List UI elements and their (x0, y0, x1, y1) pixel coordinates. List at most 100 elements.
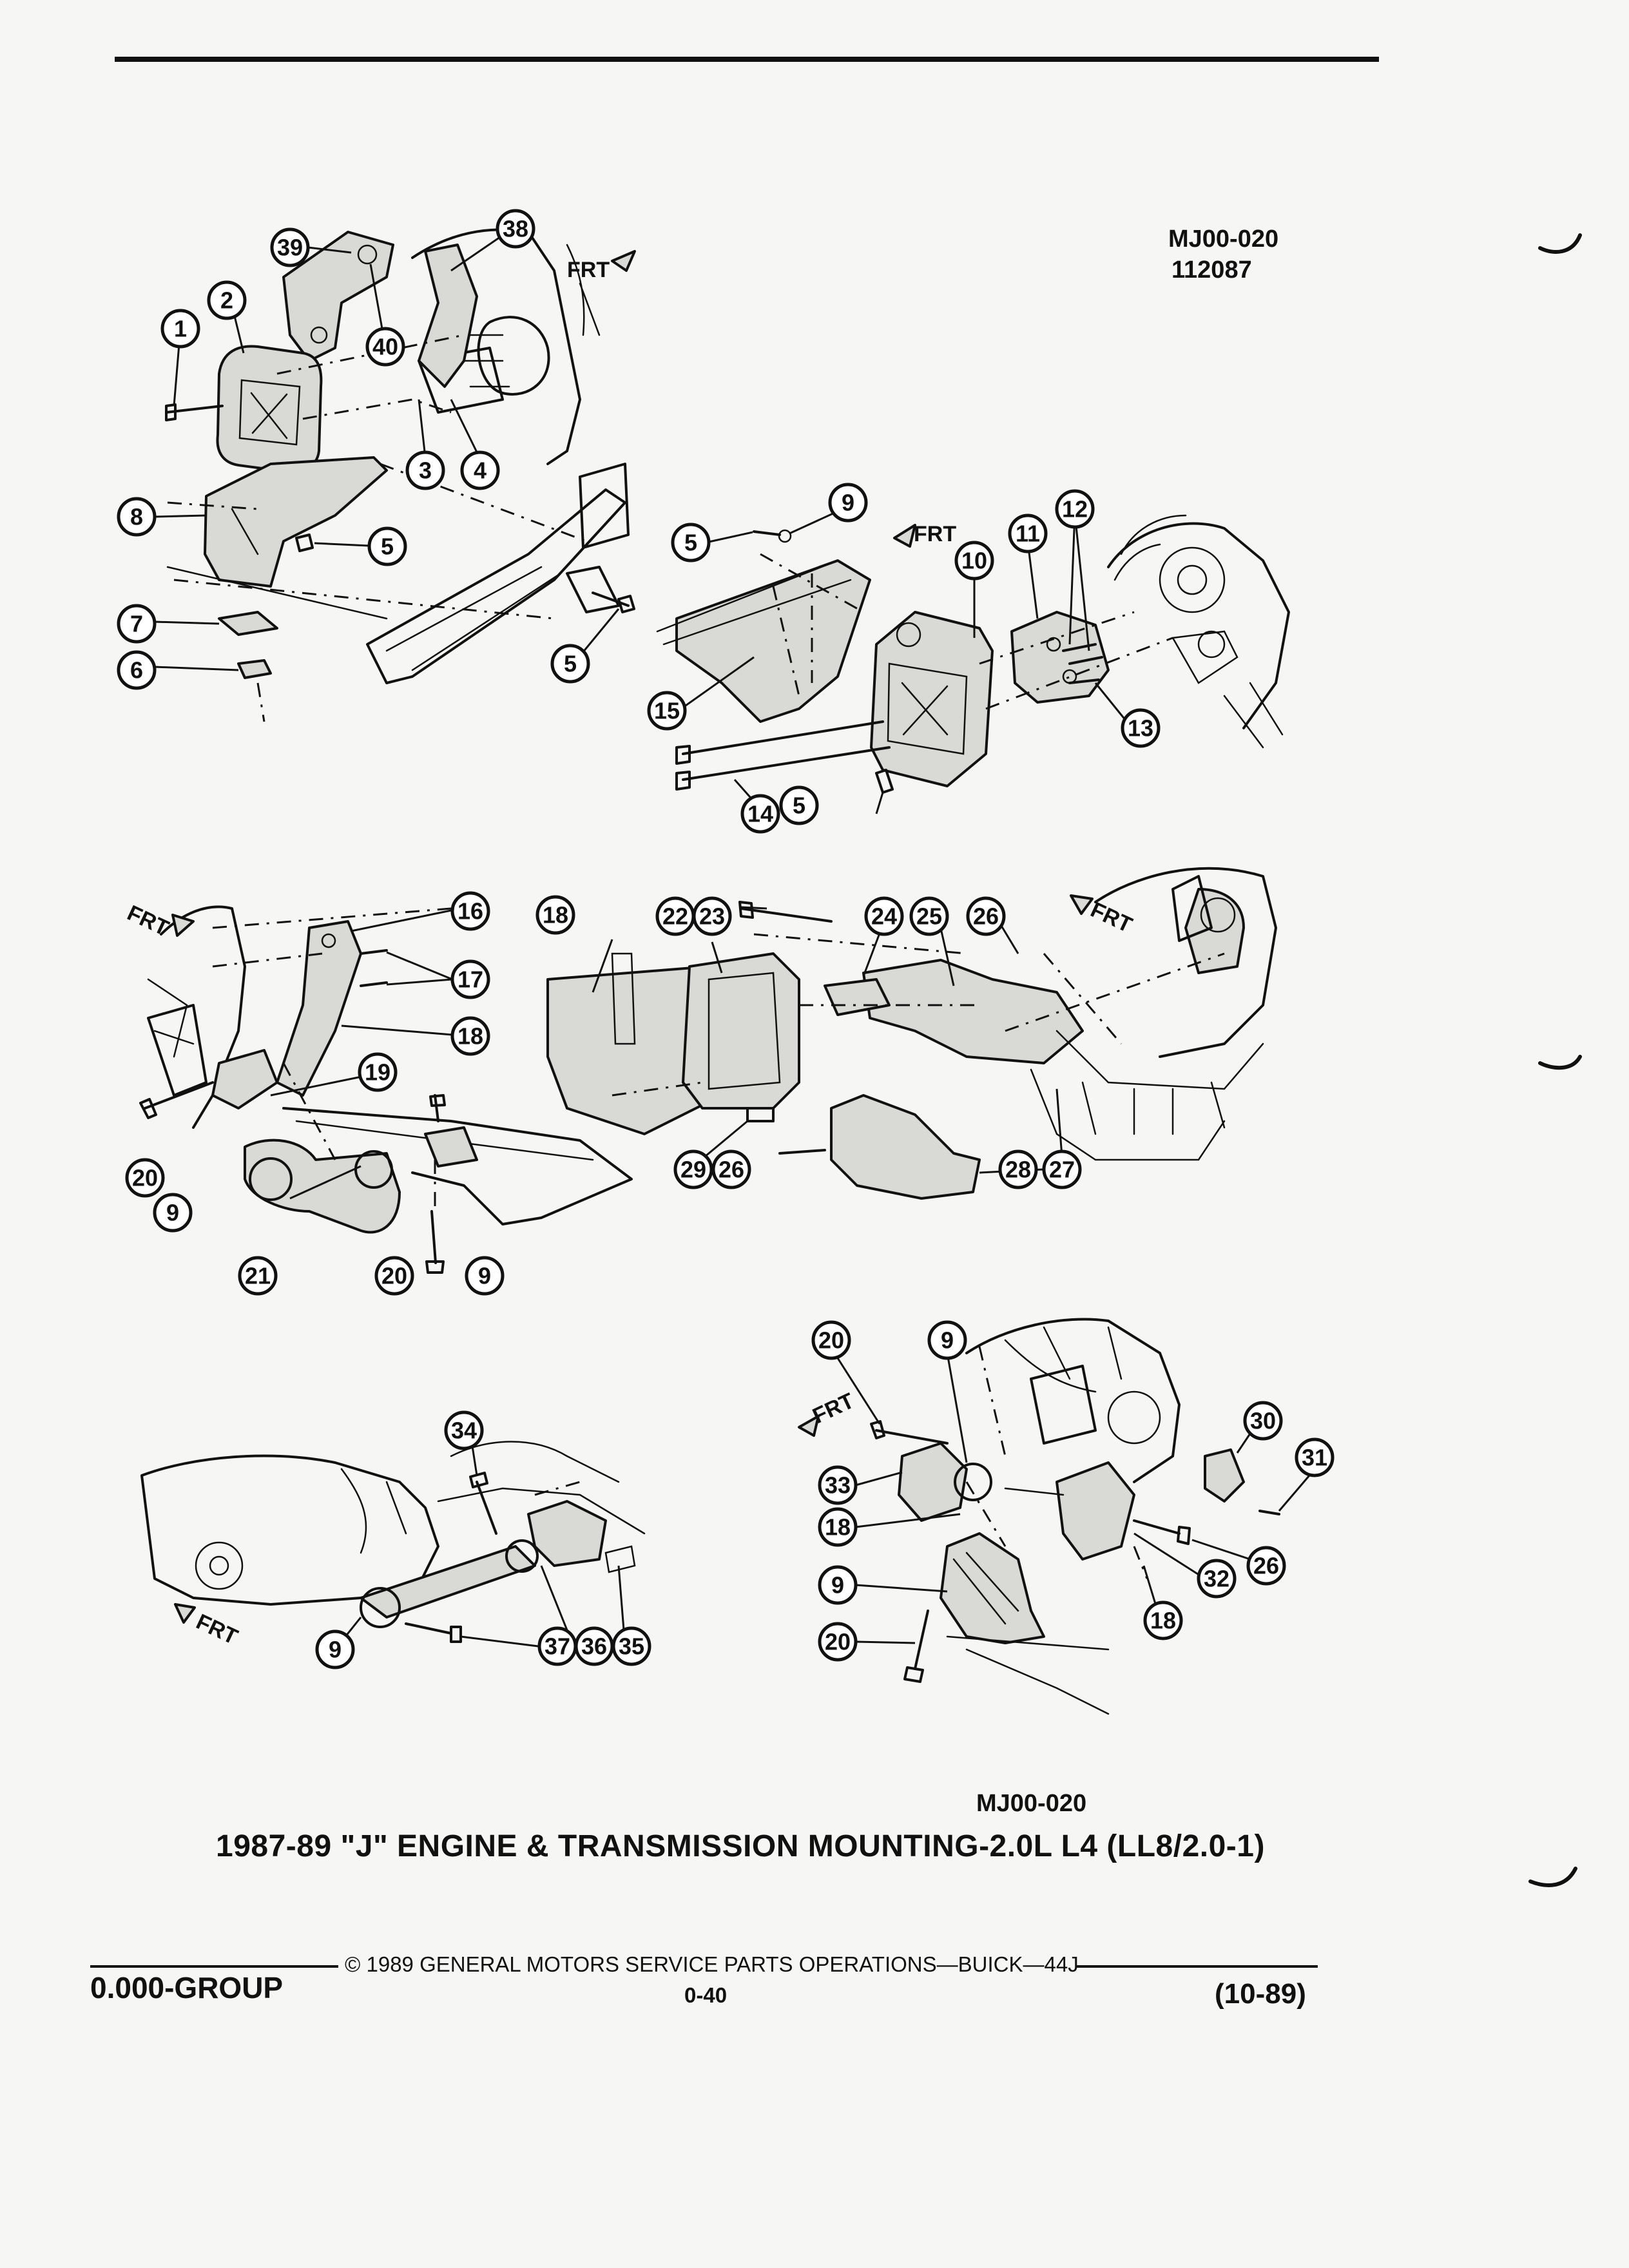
svg-text:16: 16 (458, 898, 483, 925)
callout: 27 (1042, 1149, 1082, 1189)
svg-text:4: 4 (474, 457, 487, 484)
callout: 7 (117, 604, 157, 644)
svg-text:18: 18 (1150, 1608, 1176, 1634)
callout: 20 (811, 1320, 851, 1360)
callout: 18 (818, 1507, 858, 1547)
callout: 22 (655, 896, 695, 936)
callout: 40 (365, 327, 405, 367)
svg-text:26: 26 (973, 903, 999, 930)
svg-text:36: 36 (581, 1633, 607, 1660)
callout: 38 (496, 209, 535, 249)
callout: 9 (828, 483, 868, 523)
callout: 5 (671, 523, 711, 562)
callout: 5 (367, 526, 407, 566)
callout: 24 (864, 896, 904, 936)
callout: 13 (1121, 708, 1161, 748)
svg-text:5: 5 (684, 530, 697, 556)
svg-text:9: 9 (166, 1200, 179, 1226)
svg-text:18: 18 (543, 902, 568, 928)
svg-text:5: 5 (381, 533, 394, 560)
svg-text:17: 17 (458, 966, 483, 993)
svg-text:12: 12 (1062, 496, 1088, 523)
copyright-line: © 1989 GENERAL MOTORS SERVICE PARTS OPER… (345, 1952, 1079, 1976)
view-lower-left: FRT (140, 1441, 646, 1649)
svg-text:26: 26 (718, 1157, 744, 1183)
callout: 9 (153, 1193, 193, 1233)
svg-text:20: 20 (381, 1263, 407, 1289)
callout: 36 (574, 1626, 614, 1666)
callout: 9 (818, 1565, 858, 1605)
top-rule (115, 57, 1379, 62)
callout: 20 (818, 1622, 858, 1662)
svg-text:32: 32 (1204, 1566, 1229, 1592)
svg-text:23: 23 (699, 903, 725, 930)
svg-text:28: 28 (1005, 1157, 1031, 1183)
footer-rule-right (1076, 1965, 1318, 1968)
svg-text:15: 15 (654, 698, 680, 724)
svg-text:2: 2 (220, 287, 233, 314)
view-upper-left: FRT (165, 228, 636, 722)
callout: 29 (673, 1149, 713, 1189)
callout: 18 (1143, 1600, 1183, 1640)
svg-text:13: 13 (1128, 715, 1153, 742)
page-edge-marks (1528, 233, 1582, 1887)
svg-text:8: 8 (130, 504, 143, 530)
frt-label-middle-left: FRT (124, 901, 173, 941)
callout: 26 (966, 896, 1006, 936)
callout: 18 (450, 1016, 490, 1056)
svg-text:7: 7 (130, 611, 143, 637)
svg-text:39: 39 (277, 235, 303, 261)
callout: 21 (238, 1256, 278, 1296)
callout: 6 (117, 650, 157, 690)
callout: 3 (405, 450, 445, 490)
view-middle-right: FRT (546, 867, 1277, 1200)
callout: 28 (998, 1149, 1038, 1189)
callout: 12 (1055, 489, 1095, 529)
svg-text:24: 24 (871, 903, 897, 930)
frt-label-middle-right: FRT (1087, 898, 1136, 937)
callout: 9 (927, 1320, 967, 1360)
callout: 20 (125, 1158, 165, 1198)
callout: 20 (374, 1256, 414, 1296)
callout: 17 (450, 959, 490, 999)
callout: 14 (740, 794, 780, 834)
svg-text:18: 18 (458, 1023, 483, 1050)
svg-text:21: 21 (245, 1263, 271, 1289)
svg-text:1: 1 (174, 316, 187, 342)
callout: 10 (954, 541, 994, 581)
callout: 18 (535, 895, 575, 935)
callout: 33 (818, 1465, 858, 1505)
callout: 26 (711, 1149, 751, 1189)
svg-text:18: 18 (825, 1514, 851, 1541)
svg-text:34: 34 (451, 1418, 477, 1444)
svg-text:11: 11 (1016, 521, 1040, 547)
callout: 31 (1295, 1437, 1335, 1477)
svg-text:31: 31 (1302, 1445, 1327, 1471)
svg-text:5: 5 (793, 793, 805, 819)
callout: 19 (358, 1052, 398, 1092)
svg-text:5: 5 (564, 651, 577, 677)
svg-text:37: 37 (545, 1633, 570, 1660)
callout: 8 (117, 497, 157, 537)
svg-text:22: 22 (662, 903, 688, 930)
svg-text:9: 9 (941, 1327, 954, 1354)
svg-text:25: 25 (916, 903, 942, 930)
callout: 30 (1243, 1401, 1283, 1441)
view-middle-left: FRT (124, 901, 633, 1274)
svg-text:6: 6 (130, 657, 143, 684)
svg-text:9: 9 (478, 1263, 491, 1289)
svg-text:29: 29 (680, 1157, 706, 1183)
svg-text:20: 20 (132, 1165, 158, 1191)
svg-text:14: 14 (747, 801, 773, 827)
svg-text:10: 10 (961, 548, 987, 574)
svg-text:38: 38 (503, 216, 528, 242)
callout: 26 (1246, 1546, 1286, 1586)
svg-text:33: 33 (825, 1472, 851, 1499)
callout: 15 (647, 691, 687, 731)
svg-text:19: 19 (365, 1059, 390, 1086)
callout: 5 (779, 785, 819, 825)
callout: 39 (270, 227, 310, 267)
svg-text:9: 9 (842, 490, 854, 516)
svg-text:27: 27 (1049, 1157, 1075, 1183)
callout: 1 (160, 309, 200, 349)
